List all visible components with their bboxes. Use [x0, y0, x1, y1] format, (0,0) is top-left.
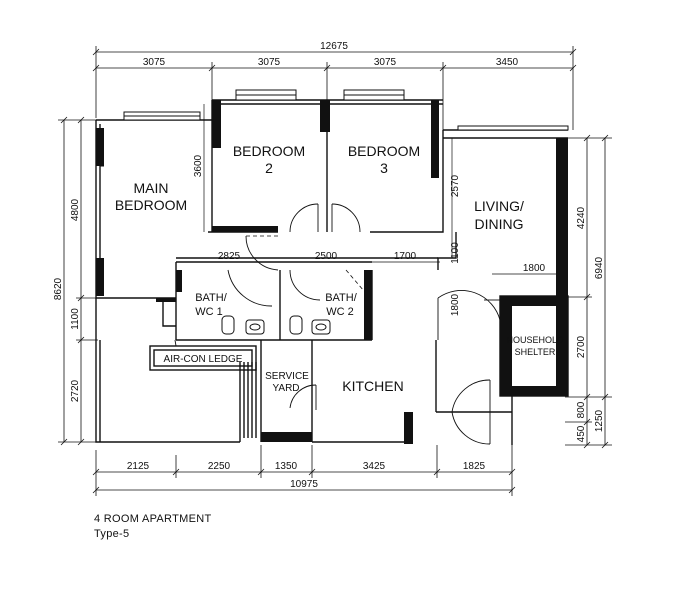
- label-kitchen: KITCHEN: [342, 378, 403, 394]
- dim-1800-horizontal: 1800: [523, 263, 546, 274]
- dim-3600: 3600: [193, 154, 204, 177]
- label-service-1: SERVICE: [265, 371, 309, 382]
- dim-bottom-1: 2125: [127, 461, 150, 472]
- dim-1700: 1700: [394, 251, 417, 262]
- dim-right-total: 6940: [594, 256, 605, 279]
- windows: [100, 89, 569, 167]
- label-living-2: DINING: [475, 216, 524, 232]
- dim-2570: 2570: [450, 174, 461, 197]
- dim-2500: 2500: [315, 251, 338, 262]
- dim-right-450: 450: [576, 425, 587, 442]
- label-living-1: LIVING/: [474, 198, 524, 214]
- dim-top-3: 3075: [374, 57, 397, 68]
- dim-left-a: 4800: [70, 198, 81, 221]
- dim-right-2700: 2700: [576, 335, 587, 358]
- label-bedroom3-1: BEDROOM: [348, 143, 420, 159]
- dim-top-1: 3075: [143, 57, 166, 68]
- label-service-2: YARD: [272, 383, 299, 394]
- dim-right-800: 800: [576, 401, 587, 418]
- label-main-bedroom-1: MAIN: [134, 180, 169, 196]
- dim-bottom-5: 1825: [463, 461, 486, 472]
- dim-bottom-4: 3425: [363, 461, 386, 472]
- doors: [174, 203, 501, 445]
- interior-dimension-lines: [176, 104, 556, 275]
- label-main-bedroom-2: BEDROOM: [115, 197, 187, 213]
- dim-2825: 2825: [218, 251, 241, 262]
- top-dimensions: [92, 46, 577, 130]
- wall-outlines: [95, 99, 569, 445]
- right-dimensions: [565, 134, 612, 449]
- dim-top-2: 3075: [258, 57, 281, 68]
- dim-left-total: 8620: [53, 277, 64, 300]
- label-bath2-2: WC 2: [326, 306, 354, 318]
- caption-title: 4 ROOM APARTMENT: [94, 513, 212, 525]
- label-household-1: HOUSEHOLD: [506, 335, 564, 345]
- door-swings-dashed: [246, 235, 371, 299]
- label-bath1-1: BATH/: [195, 292, 228, 304]
- label-bedroom3-2: 3: [380, 160, 388, 176]
- label-bath2-1: BATH/: [325, 292, 358, 304]
- dim-bottom-total: 10975: [290, 479, 318, 490]
- dim-left-c: 2720: [70, 379, 81, 402]
- bathroom-fixtures: [221, 315, 331, 335]
- dim-top-total: 12675: [320, 41, 348, 52]
- label-household-2: SHELTER: [515, 347, 556, 357]
- dim-right-1250: 1250: [594, 409, 605, 432]
- label-bath1-2: WC 1: [195, 306, 223, 318]
- caption-subtitle: Type-5: [94, 528, 130, 540]
- left-dimensions: [58, 116, 120, 446]
- label-aircon-ledge: AIR-CON LEDGE: [164, 354, 243, 365]
- dim-1100-inner: 1100: [450, 242, 461, 264]
- wall-columns: [96, 100, 568, 444]
- dim-right-4240: 4240: [576, 206, 587, 229]
- dim-bottom-3: 1350: [275, 461, 298, 472]
- bottom-dimensions: [92, 445, 516, 496]
- label-bedroom2-2: 2: [265, 160, 273, 176]
- dim-bottom-2: 2250: [208, 461, 231, 472]
- dim-top-4: 3450: [496, 57, 519, 68]
- dim-left-b: 1100: [70, 308, 81, 330]
- label-bedroom2-1: BEDROOM: [233, 143, 305, 159]
- dim-1800-vertical: 1800: [450, 293, 461, 316]
